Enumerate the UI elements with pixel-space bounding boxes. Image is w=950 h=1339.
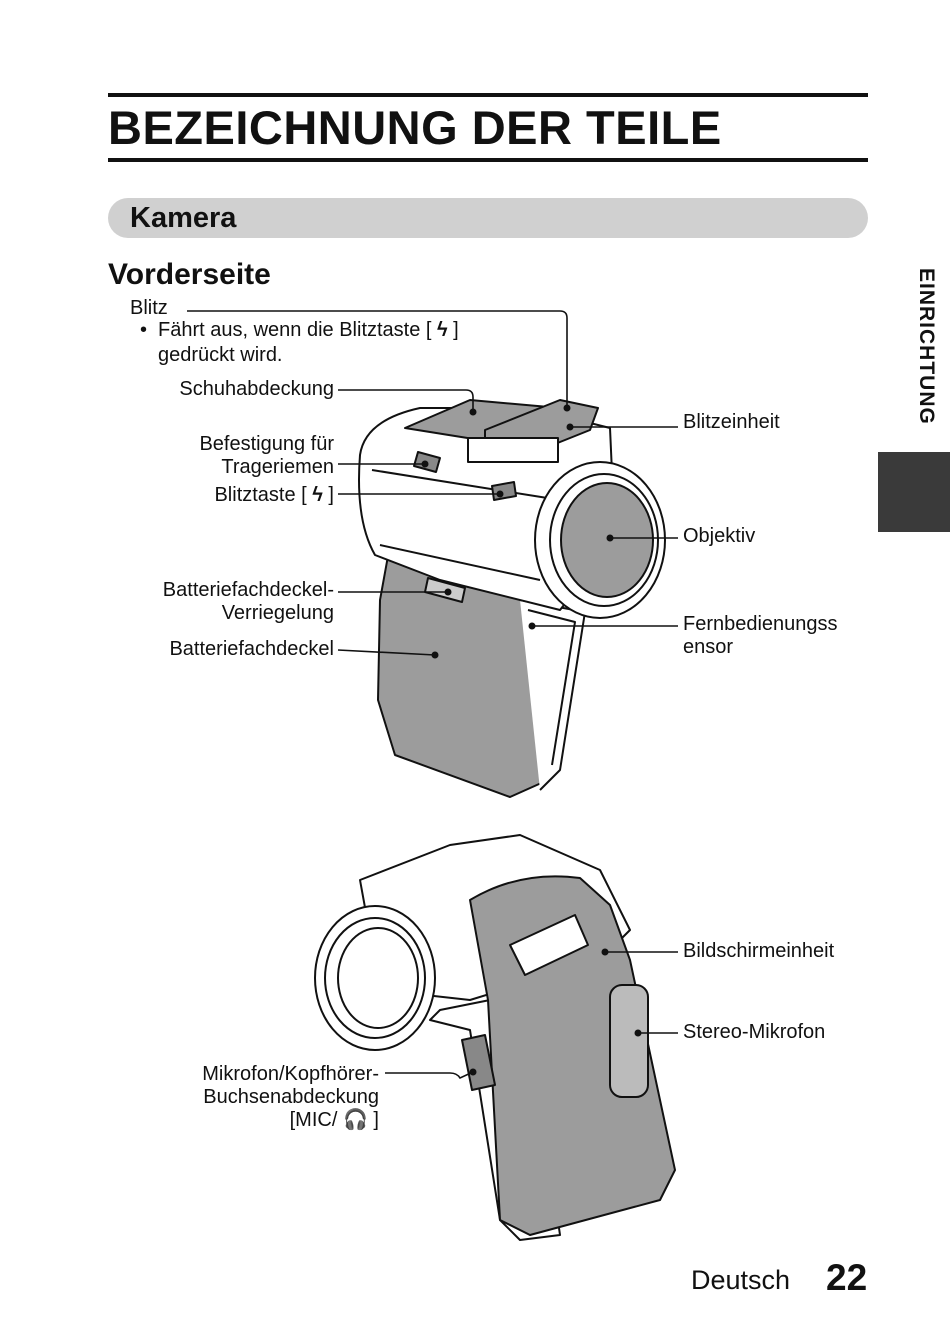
label-befestigung-line2: Trageriemen [221,456,334,478]
label-fernbedienung-line2: ensor [683,636,734,658]
page-title: BEZEICHNUNG DER TEILE [108,101,722,154]
label-mikrofon-line3: [MIC/ 🎧 ] [289,1109,379,1131]
title-rule-bottom [108,158,868,162]
label-blitz-note-line2: gedrückt wird. [158,344,283,366]
label-blitz-note-line1: Fährt aus, wenn die Blitztaste [ ϟ ] [158,319,459,341]
label-objektiv: Objektiv [683,525,756,547]
section-title: Kamera [130,202,237,234]
leader-lines [187,310,678,1080]
label-schuhabdeckung: Schuhabdeckung [179,378,334,400]
label-batterie-verriegelung-line2: Verriegelung [221,602,334,624]
page-number: 22 [826,1257,868,1298]
label-blitzeinheit: Blitzeinheit [683,411,780,433]
headphone-icon: 🎧 [342,1109,368,1131]
chapter-tab-label: EINRICHTUNG [915,268,938,425]
label-batterie-verriegelung-line1: Batteriefachdeckel- [162,579,334,601]
label-fernbedienung-line1: Fernbedienungss [683,613,838,635]
flash-icon: ϟ [437,319,448,341]
back-camera-illustration [314,834,676,1241]
flash-icon: ϟ [312,484,323,506]
label-mikrofon-line2: Buchsenabdeckung [203,1086,379,1108]
leader-dots [421,404,642,1076]
bullet-dot: • [140,319,148,341]
section-header: Kamera [108,198,868,238]
front-camera-illustration [358,399,666,798]
title-rule-top [108,93,868,97]
label-mikrofon-line1: Mikrofon/Kopfhörer- [202,1063,379,1085]
label-blitztaste: Blitztaste [ ϟ ] [214,484,334,506]
label-befestigung-line1: Befestigung für [199,433,334,455]
chapter-tab-marker [878,452,950,532]
subsection-title: Vorderseite [108,258,271,291]
footer-language: Deutsch [691,1265,791,1295]
label-bildschirmeinheit: Bildschirmeinheit [683,940,835,962]
label-stereo-mikrofon: Stereo-Mikrofon [683,1021,826,1043]
label-batteriefachdeckel: Batteriefachdeckel [169,638,334,660]
label-blitz: Blitz [130,297,168,319]
